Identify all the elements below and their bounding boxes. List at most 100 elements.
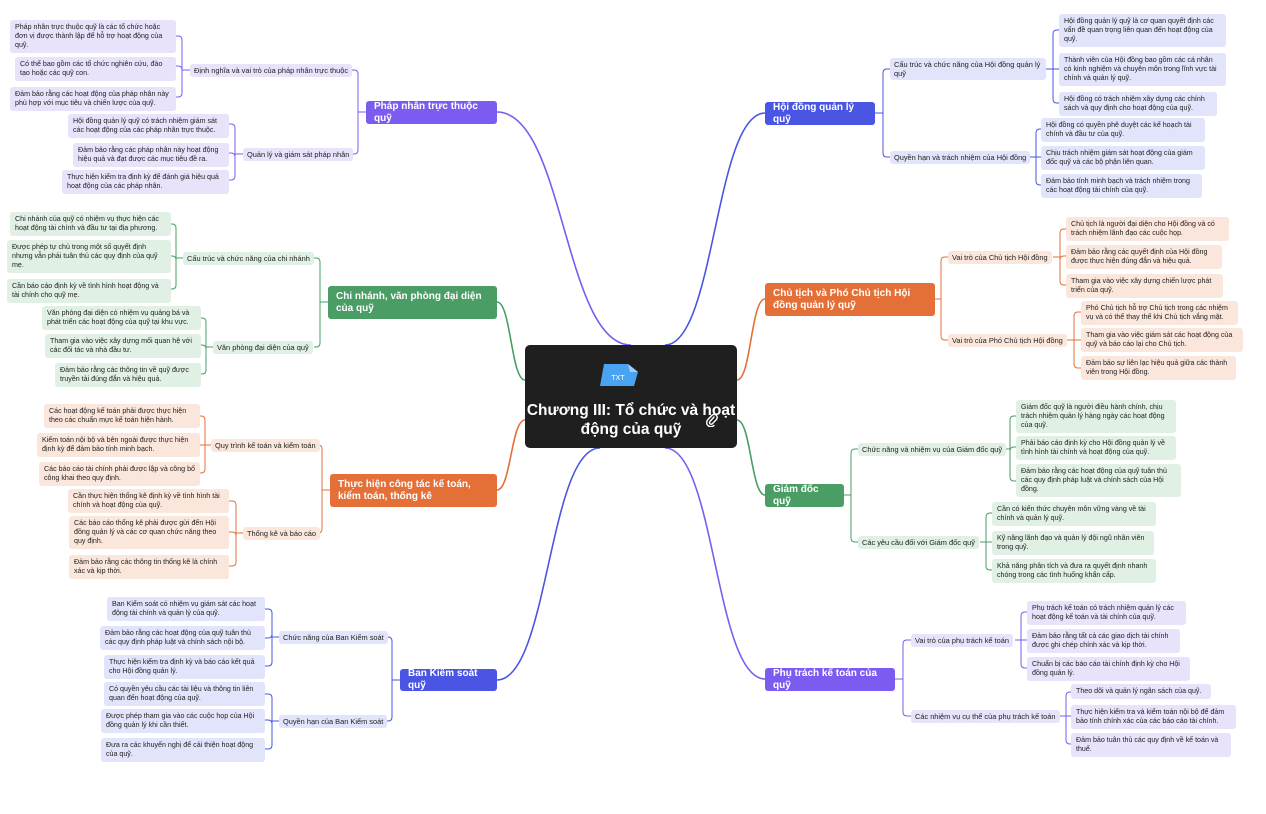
leaf[interactable]: Thực hiện kiểm tra định kỳ để đánh giá h… (62, 170, 229, 194)
leaf[interactable]: Tham gia vào việc xây dựng chiến lược ph… (1066, 274, 1223, 298)
leaf[interactable]: Kỹ năng lãnh đạo và quản lý đội ngũ nhân… (992, 531, 1154, 555)
leaf[interactable]: Các báo cáo thống kê phải được gửi đến H… (69, 516, 229, 549)
sub-quy-trinh-ke-toan[interactable]: Quy trình kế toán và kiểm toán (211, 439, 320, 452)
leaf[interactable]: Phải báo cáo định kỳ cho Hội đồng quản l… (1016, 436, 1176, 460)
leaf[interactable]: Pháp nhân trực thuộc quỹ là các tổ chức … (10, 20, 176, 53)
leaf[interactable]: Đảm bảo rằng các thông tin về quỹ được t… (55, 363, 201, 387)
leaf[interactable]: Chịu trách nhiệm giám sát hoạt động của … (1041, 146, 1205, 170)
leaf[interactable]: Cần thực hiện thống kê định kỳ về tình h… (68, 489, 229, 513)
sub-nhiem-vu-phu-trach[interactable]: Các nhiệm vụ cụ thể của phụ trách kế toá… (911, 710, 1060, 723)
branch-kiem-soat[interactable]: Ban Kiểm soát quỹ (400, 668, 497, 691)
sub-thong-ke-bao-cao[interactable]: Thống kê và báo cáo (243, 527, 321, 540)
leaf[interactable]: Hội đồng quản lý quỹ là cơ quan quyết đị… (1059, 14, 1226, 47)
edge-hoi-dong-subs (882, 68, 890, 113)
edge-sub-leaves (265, 608, 273, 637)
leaf[interactable]: Giám đốc quỹ là người điều hành chính, c… (1016, 400, 1176, 433)
edge-phap-nhan-subs (352, 69, 359, 112)
sub-cau-truc-hoi-dong[interactable]: Cấu trúc và chức năng của Hội đồng quản … (890, 58, 1046, 80)
edge-center-kiem-soat (496, 447, 601, 681)
sub-quyen-han-hoi-dong[interactable]: Quyền hạn và trách nhiệm của Hội đồng (890, 151, 1031, 164)
edge-sub-leaves (171, 258, 177, 290)
leaf[interactable]: Văn phòng đại diện có nhiệm vụ quảng bá … (42, 306, 201, 330)
edge-phu-trach-subs (902, 639, 911, 679)
edge-center-chu-tich (736, 298, 766, 381)
edge-sub-leaves (229, 154, 236, 181)
leaf[interactable]: Tham gia vào việc xây dựng mối quan hệ v… (45, 334, 201, 358)
sub-chuc-nang-giam-doc[interactable]: Chức năng và nhiệm vụ của Giám đốc quỹ (858, 443, 1007, 456)
leaf[interactable]: Phụ trách kế toán có trách nhiệm quản lý… (1027, 601, 1186, 625)
leaf[interactable]: Đảm bảo rằng tất cả các giao dịch tài ch… (1027, 629, 1180, 653)
leaf[interactable]: Cần báo cáo định kỳ về tình hình hoạt độ… (7, 279, 171, 303)
leaf[interactable]: Đảm bảo rằng các quyết định của Hội đồng… (1066, 245, 1222, 269)
leaf[interactable]: Các hoạt động kế toán phải được thực hiệ… (44, 404, 200, 428)
leaf[interactable]: Đảm bảo rằng các hoạt động của quỹ tuân … (100, 626, 265, 650)
leaf[interactable]: Chủ tịch là người đại diện cho Hội đồng … (1066, 217, 1229, 241)
leaf[interactable]: Cần có kiến thức chuyên môn vững vàng về… (992, 502, 1156, 526)
branch-phu-trach-ke-toan[interactable]: Phụ trách kế toán của quỹ (765, 668, 895, 691)
edge-sub-leaves (200, 445, 206, 474)
leaf[interactable]: Đảm bảo rằng các hoạt động của pháp nhân… (10, 87, 176, 111)
attachment-icon[interactable] (705, 413, 719, 427)
sub-vai-tro-pho-chu-tich[interactable]: Vai trò của Phó Chủ tịch Hội đồng (948, 334, 1067, 347)
sub-vai-tro-chu-tich[interactable]: Vai trò của Chủ tịch Hội đồng (948, 251, 1052, 264)
sub-van-phong[interactable]: Văn phòng đại diện của quỹ (213, 341, 313, 354)
branch-chi-nhanh[interactable]: Chi nhánh, văn phòng đại diện của quỹ (328, 286, 497, 319)
branch-chu-tich[interactable]: Chủ tịch và Phó Chủ tịch Hội đồng quản l… (765, 283, 935, 316)
branch-ke-toan[interactable]: Thực hiện công tác kế toán, kiểm toán, t… (330, 474, 497, 507)
edge-kiem-soat-subs (386, 636, 393, 680)
edge-sub-leaves (1059, 228, 1066, 257)
leaf[interactable]: Thành viên của Hội đồng bao gồm các cá n… (1059, 53, 1226, 86)
leaf[interactable]: Đảm bảo rằng các pháp nhân này hoạt động… (73, 143, 229, 167)
branch-hoi-dong[interactable]: Hội đồng quản lý quỹ (765, 102, 875, 125)
central-topic[interactable]: TXT Chương III: Tổ chức và hoạt động của… (525, 345, 737, 448)
edge-sub-leaves (201, 347, 207, 375)
leaf[interactable]: Hội đồng có trách nhiệm xây dựng các chí… (1059, 92, 1217, 116)
leaf[interactable]: Đảm bảo sự liên lạc hiệu quả giữa các th… (1081, 356, 1236, 380)
leaf[interactable]: Đảm bảo rằng các hoạt động của quỹ tuân … (1016, 464, 1181, 497)
sub-yeu-cau-giam-doc[interactable]: Các yêu cầu đối với Giám đốc quỹ (858, 536, 979, 549)
leaf[interactable]: Khả năng phân tích và đưa ra quyết định … (992, 559, 1156, 583)
leaf[interactable]: Hội đồng quản lý quỹ có trách nhiệm giám… (68, 114, 229, 138)
leaf[interactable]: Đảm bảo rằng các thông tin thống kê là c… (69, 555, 229, 579)
sub-chuc-nang-kiem-soat[interactable]: Chức năng của Ban Kiểm soát (279, 631, 388, 644)
leaf[interactable]: Phó Chủ tịch hỗ trợ Chủ tịch trong các n… (1081, 301, 1238, 325)
branch-giam-doc[interactable]: Giám đốc quỹ (765, 484, 844, 507)
leaf[interactable]: Chi nhánh của quỹ có nhiệm vụ thực hiện … (10, 212, 171, 236)
sub-chi-nhanh-cau-truc[interactable]: Cấu trúc và chức năng của chi nhánh (183, 252, 314, 265)
leaf[interactable]: Tham gia vào việc giám sát các hoạt động… (1081, 328, 1243, 352)
leaf[interactable]: Được phép tham gia vào các cuộc họp của … (101, 709, 265, 733)
leaf[interactable]: Thực hiện kiểm tra và kiểm toán nội bộ đ… (1071, 705, 1236, 729)
leaf[interactable]: Hội đồng có quyền phê duyệt các kế hoạch… (1041, 118, 1205, 142)
edge-sub-leaves (229, 531, 237, 537)
edge-sub-leaves (1052, 29, 1059, 69)
sub-quyen-han-kiem-soat[interactable]: Quyền hạn của Ban Kiểm soát (279, 715, 388, 728)
sub-vai-tro-phu-trach[interactable]: Vai trò của phụ trách kế toán (911, 634, 1013, 647)
leaf[interactable]: Ban Kiểm soát có nhiệm vụ giám sát các h… (107, 597, 265, 621)
edge-chu-tich-subs (940, 299, 948, 341)
edge-sub-leaves (265, 637, 273, 667)
edge-kiem-soat-subs (386, 680, 393, 722)
leaf[interactable]: Đảm bảo tính minh bạch và trách nhiệm tr… (1041, 174, 1202, 198)
edge-sub-leaves (265, 633, 273, 639)
sub-phap-nhan-dinh-nghia[interactable]: Định nghĩa và vai trò của pháp nhân trực… (190, 64, 353, 77)
edge-sub-leaves (1065, 716, 1071, 745)
edge-sub-leaves (201, 317, 207, 347)
leaf[interactable]: Đưa ra các khuyến nghị để cải thiện hoạt… (101, 738, 265, 762)
leaf[interactable]: Các báo cáo tài chính phải được lập và c… (39, 462, 200, 486)
edge-center-phu-trach (664, 447, 766, 680)
branch-phap-nhan[interactable]: Pháp nhân trực thuộc quỹ (366, 101, 497, 124)
edge-center-giam-doc (736, 419, 766, 496)
edge-phap-nhan-subs (352, 112, 359, 155)
leaf[interactable]: Có thể bao gồm các tổ chức nghiên cứu, đ… (15, 57, 176, 81)
leaf[interactable]: Có quyền yêu cầu các tài liệu và thông t… (104, 682, 265, 706)
leaf[interactable]: Đảm bảo tuân thủ các quy định về kế toán… (1071, 733, 1231, 757)
leaf[interactable]: Chuẩn bị các báo cáo tài chính định kỳ c… (1027, 657, 1190, 681)
sub-phap-nhan-quan-ly[interactable]: Quản lý và giám sát pháp nhân (243, 148, 354, 161)
leaf[interactable]: Thực hiện kiểm tra định kỳ và báo cáo kế… (104, 655, 265, 679)
edge-sub-leaves (265, 719, 273, 725)
leaf[interactable]: Theo dõi và quản lý ngân sách của quỹ. (1071, 684, 1211, 699)
edge-phu-trach-subs (902, 679, 911, 717)
leaf[interactable]: Được phép tự chủ trong một số quyết định… (7, 240, 171, 273)
leaf[interactable]: Kiểm toán nội bộ và bên ngoài được thực … (37, 433, 200, 457)
